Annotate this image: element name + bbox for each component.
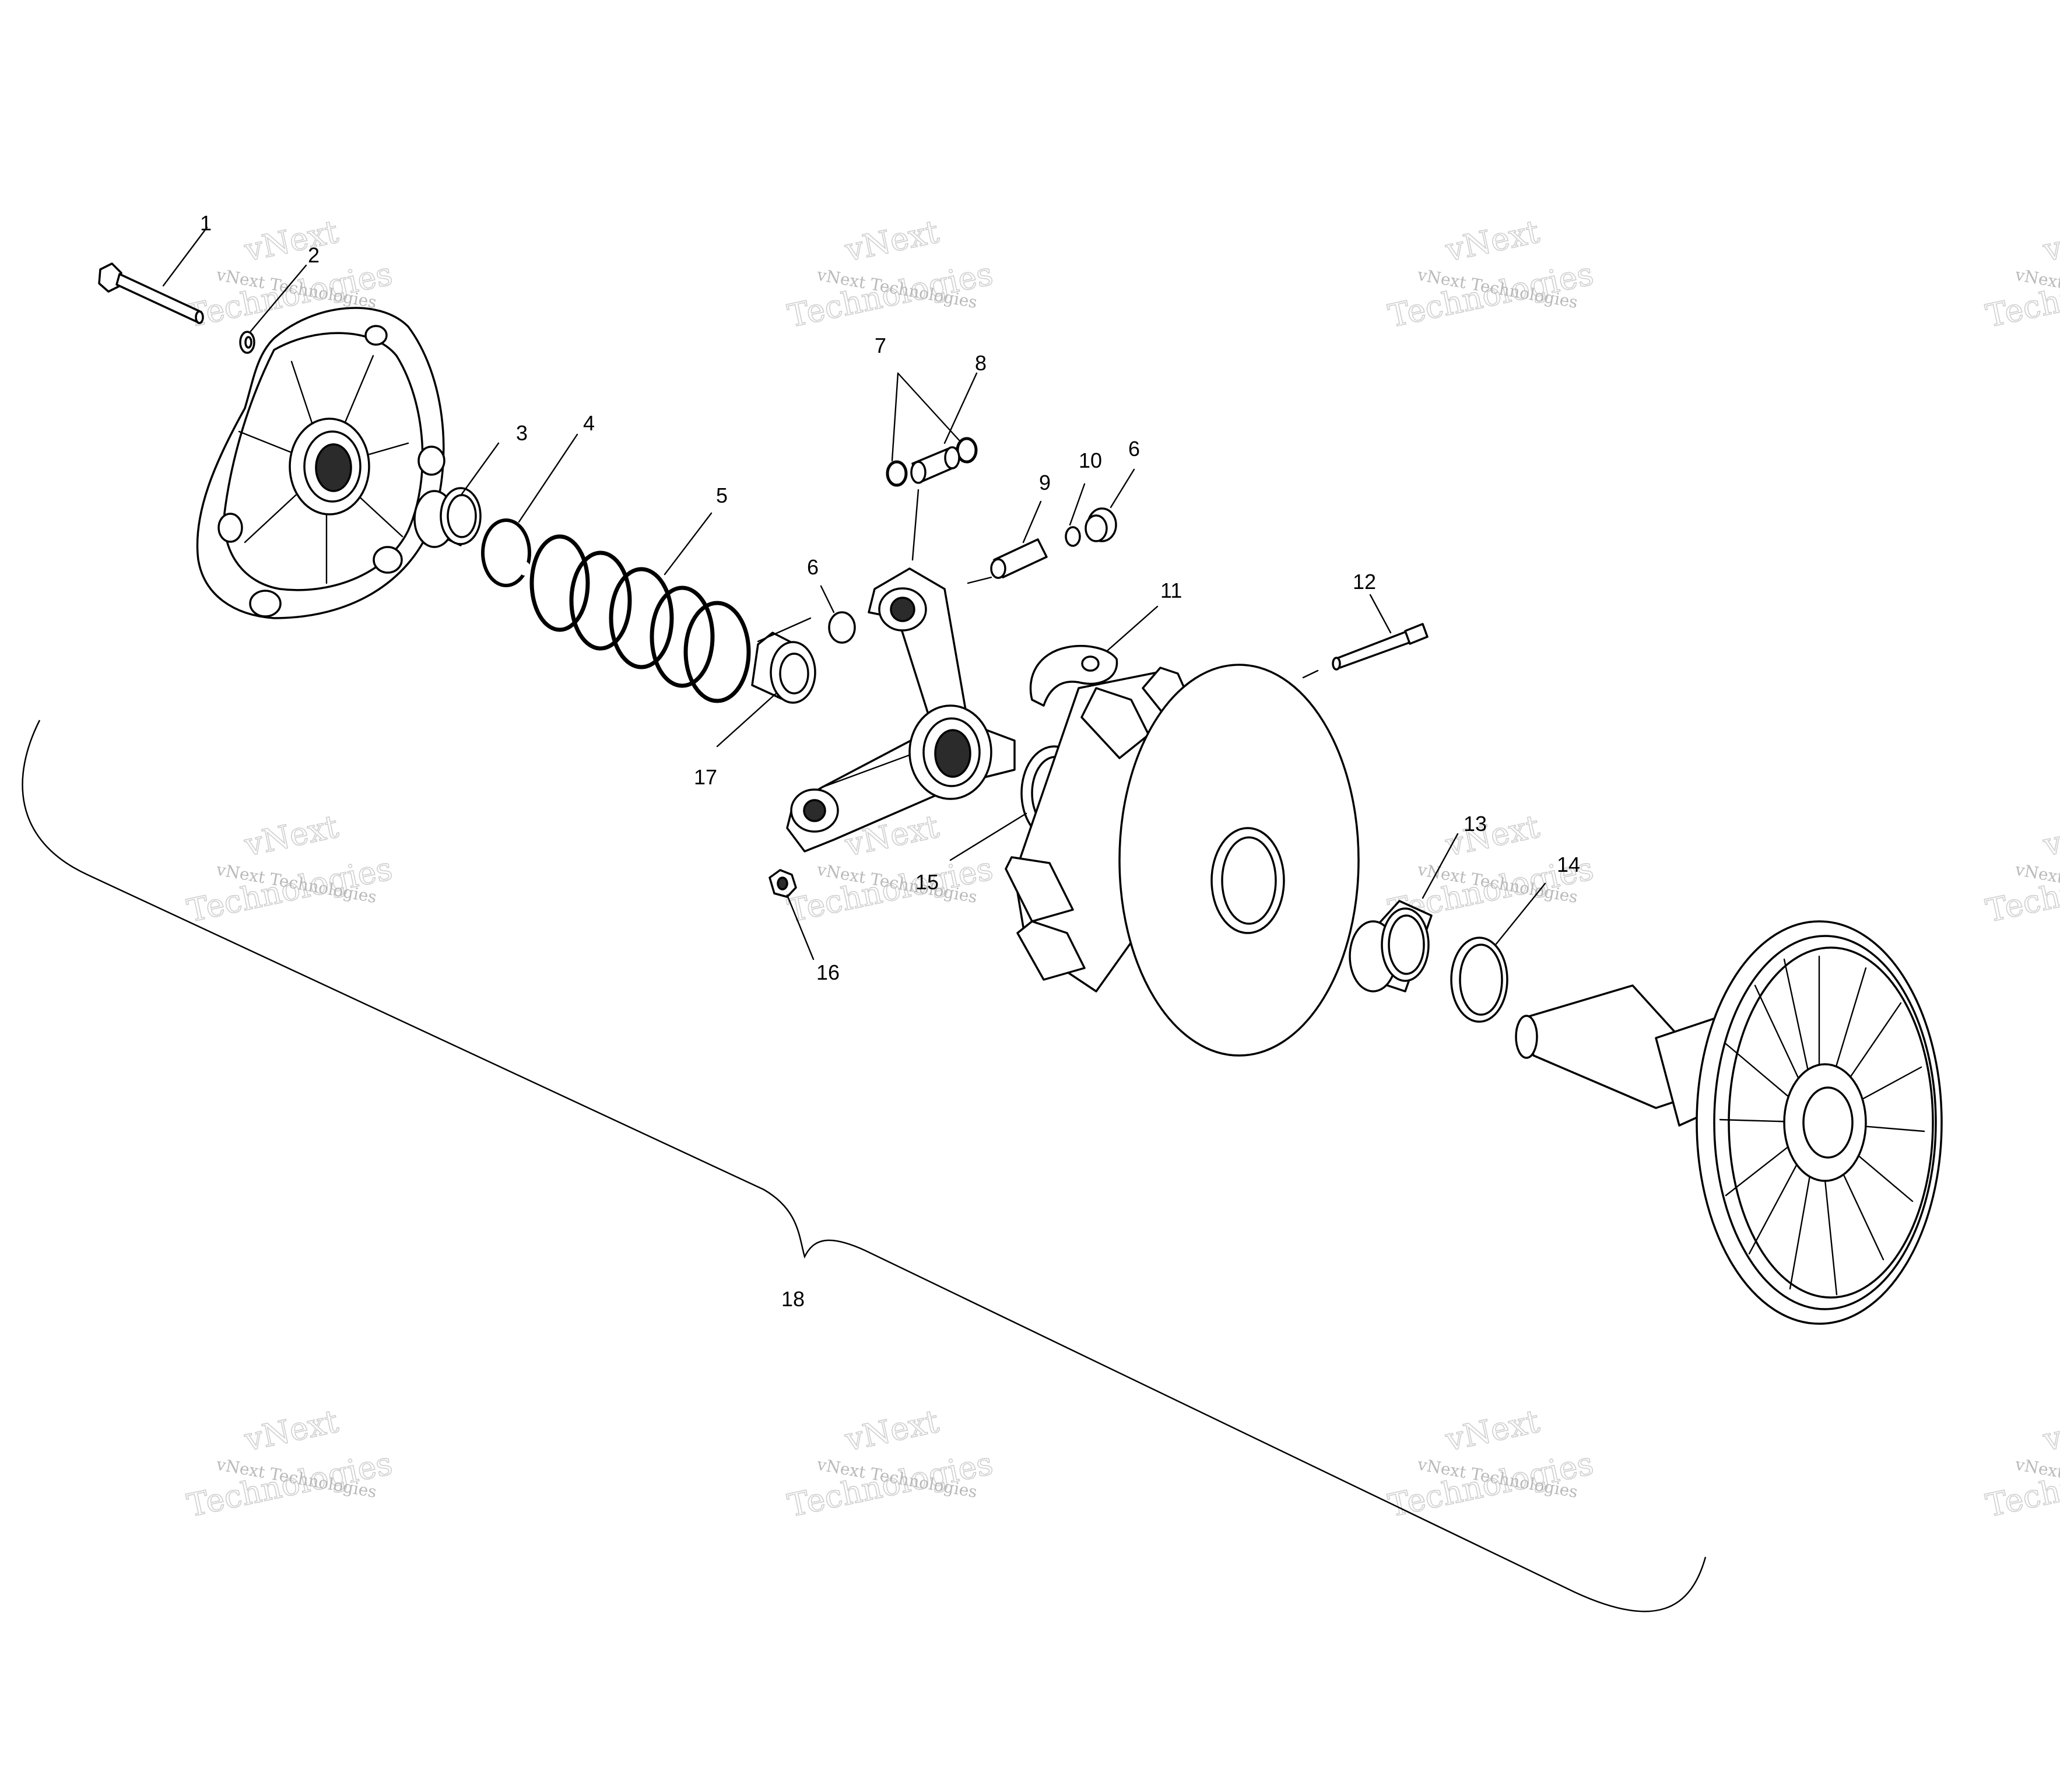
svg-text:vNext: vNext [1442, 213, 1543, 269]
part-4-snap-ring [481, 518, 531, 587]
svg-text:vNext: vNext [241, 213, 342, 269]
part-5-spring [529, 534, 751, 703]
part-11-weight [1029, 645, 1118, 707]
svg-text:vNext: vNext [2040, 808, 2060, 864]
part-13-bushing [1349, 900, 1433, 993]
spider [786, 567, 1016, 853]
watermark: vNext Technologies vNext Technologies [1385, 1402, 1597, 1525]
callout-1: 1 [200, 211, 212, 235]
watermark: vNext Technologies vNext Technologies [184, 1402, 396, 1525]
callout-6-right: 6 [1128, 437, 1140, 461]
svg-text:vNext: vNext [2040, 213, 2060, 269]
watermark: vNext Technologies vNext Technologies [1982, 1402, 2060, 1525]
callout-11: 11 [1160, 578, 1182, 602]
assembly-brace [22, 720, 1707, 1612]
part-3-bushing [413, 487, 482, 548]
drive-cover [196, 307, 445, 619]
callout-18: 18 [781, 1287, 805, 1311]
part-10-washer [1065, 526, 1081, 547]
part-12-bolt [1332, 623, 1429, 671]
leader-lines [162, 226, 1546, 960]
callout-4: 4 [583, 411, 595, 435]
callout-15: 15 [915, 870, 939, 894]
part-9-pin [990, 538, 1048, 579]
callout-12: 12 [1353, 570, 1376, 594]
callout-9: 9 [1039, 471, 1051, 495]
watermark: vNext Technologies vNext Technologies [784, 1402, 996, 1525]
callout-7: 7 [875, 334, 886, 357]
callout-10: 10 [1079, 448, 1102, 472]
callout-3: 3 [516, 421, 528, 445]
watermark: vNext Technologies vNext Technologies [184, 808, 396, 930]
fixed-sheave [1515, 920, 1943, 1325]
part-14-ring [1450, 937, 1508, 1023]
callout-13: 13 [1464, 812, 1487, 836]
watermark: vNext Technologies vNext Technologies [1385, 213, 1597, 335]
svg-text:vNext: vNext [241, 808, 342, 864]
svg-text:vNext: vNext [241, 1402, 342, 1458]
part-1-bolt [98, 262, 204, 324]
svg-text:vNext: vNext [841, 213, 942, 269]
callout-16: 16 [816, 960, 840, 984]
svg-text:vNext: vNext [2040, 1402, 2060, 1458]
callout-8: 8 [975, 351, 987, 375]
part-6-roller [828, 611, 856, 644]
svg-text:vNext: vNext [1442, 1402, 1543, 1458]
callout-6: 6 [807, 555, 819, 579]
watermark: vNext Technologies vNext Technologies [1982, 808, 2060, 930]
callout-17: 17 [694, 765, 717, 789]
part-16-nut [768, 869, 797, 898]
watermark: vNext Technologies vNext Technologies [1982, 213, 2060, 335]
part-8-pin [910, 446, 960, 484]
part-6-roller-right [1085, 507, 1117, 542]
watermark: vNext Technologies vNext Technologies [784, 213, 996, 335]
moveable-sheave [1005, 664, 1360, 1057]
callout-14: 14 [1557, 853, 1580, 876]
svg-text:vNext: vNext [841, 1402, 942, 1458]
callout-5: 5 [716, 483, 728, 507]
part-17-cup [751, 632, 816, 704]
callout-2: 2 [308, 243, 320, 267]
part-2-washer [239, 331, 255, 354]
callout-labels: 1 2 3 4 5 6 7 8 9 10 6 11 12 13 14 15 16… [200, 211, 1580, 1311]
